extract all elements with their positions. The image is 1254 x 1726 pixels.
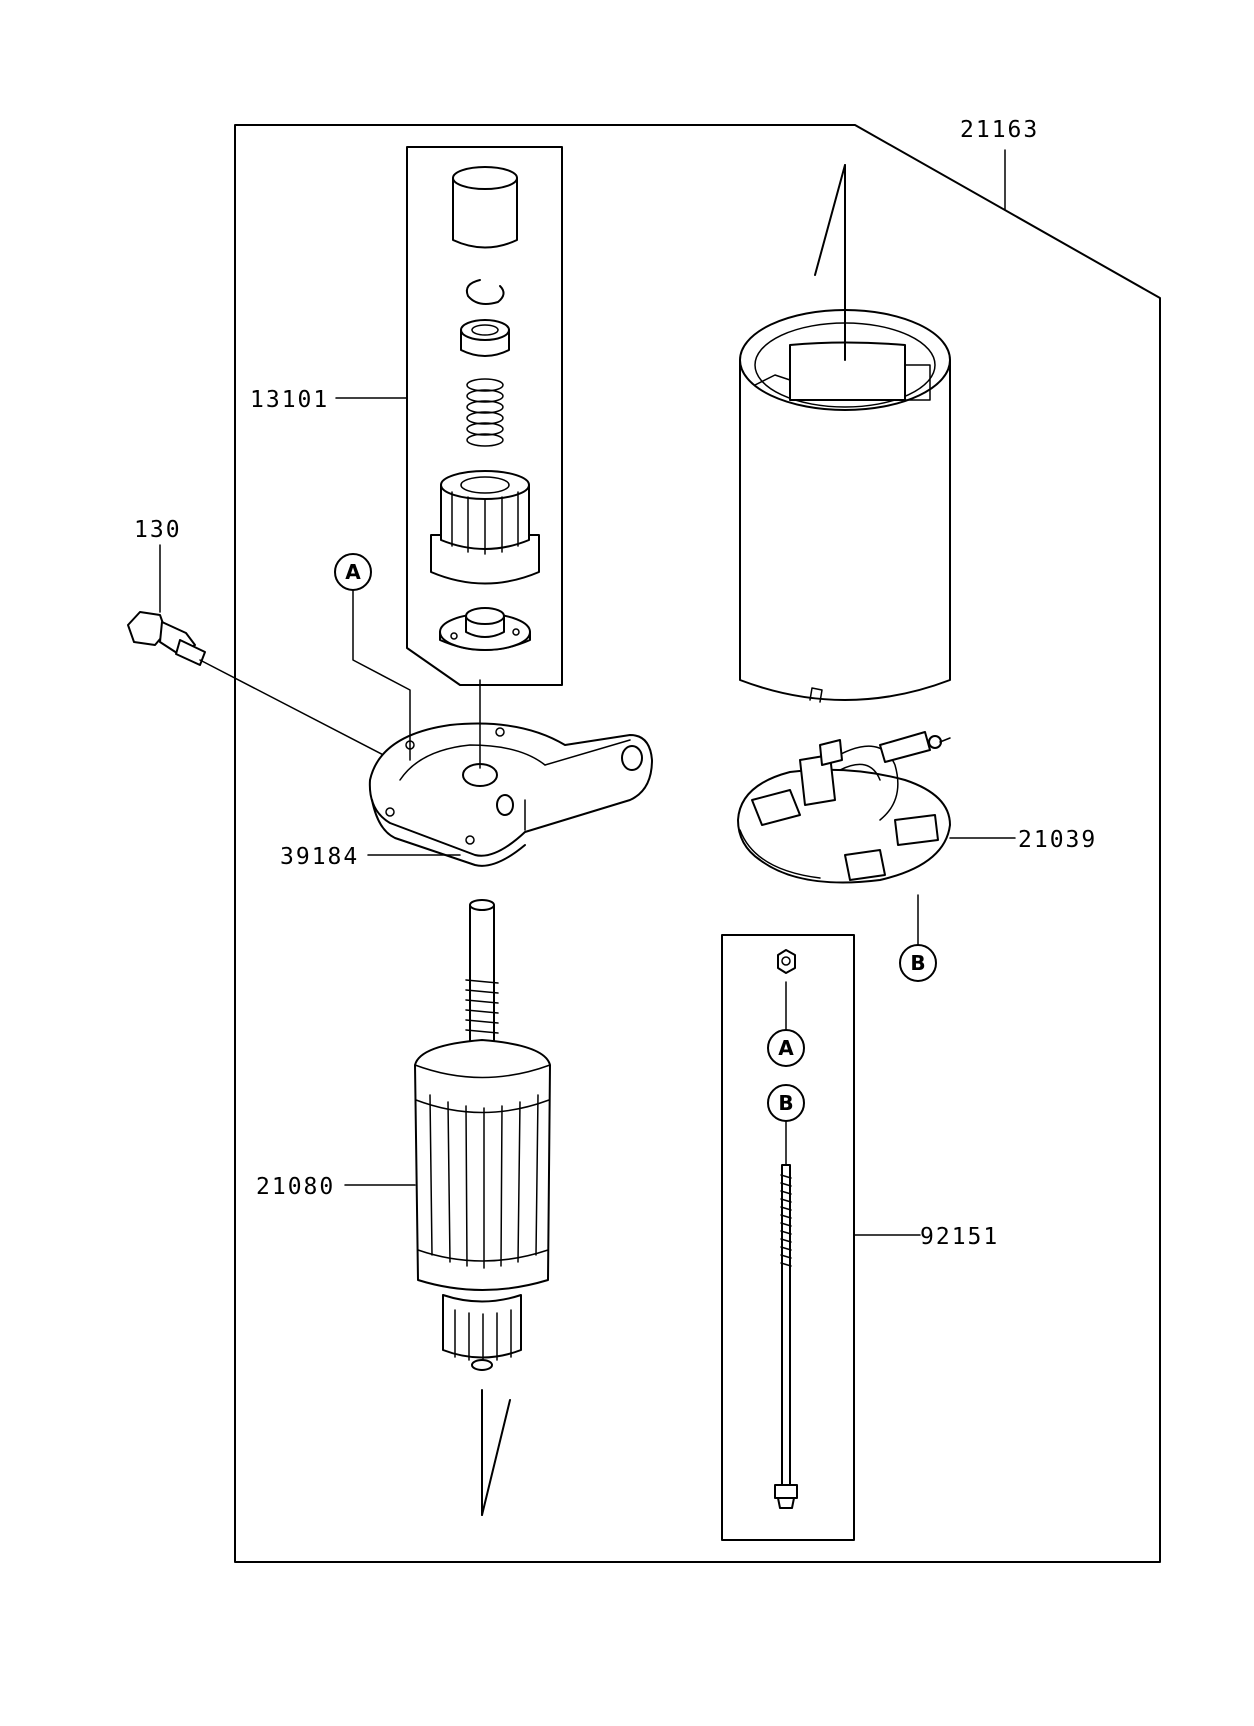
label-21163: 21163 xyxy=(960,117,1039,143)
housing-break-line-2 xyxy=(814,164,846,276)
drive-bushing xyxy=(460,319,510,357)
through-bolt-92151 xyxy=(774,1164,798,1509)
yoke-housing xyxy=(739,309,951,703)
svg-text:A: A xyxy=(345,560,361,584)
label-130: 130 xyxy=(134,517,182,543)
assembly-boundary xyxy=(234,124,1161,1563)
armature-21080 xyxy=(414,899,551,1371)
pinion-gear xyxy=(430,470,540,585)
label-13101: 13101 xyxy=(250,387,329,413)
retaining-ring xyxy=(465,279,505,305)
ref-a-callout-top: A xyxy=(334,553,372,591)
label-21039: 21039 xyxy=(1018,827,1097,853)
bolt-group-box xyxy=(721,934,855,1541)
svg-text:B: B xyxy=(778,1091,793,1115)
ref-b-callout-bolt: B xyxy=(767,1084,805,1122)
svg-text:B: B xyxy=(910,951,925,975)
ref-b-callout-right: B xyxy=(899,944,937,982)
label-92151: 92151 xyxy=(920,1224,999,1250)
label-39184: 39184 xyxy=(280,844,359,870)
through-bolt-nut xyxy=(777,949,796,974)
bracket-39184 xyxy=(368,722,653,867)
ref-a-callout-bolt: A xyxy=(767,1029,805,1067)
label-21080: 21080 xyxy=(256,1174,335,1200)
drive-spring xyxy=(466,378,504,447)
drive-group-box xyxy=(406,146,563,686)
brush-holder-21039 xyxy=(737,731,951,884)
ref-a-leader xyxy=(352,589,411,761)
drive-stop-collar xyxy=(452,166,518,249)
armature-break-line-2 xyxy=(481,1399,511,1516)
svg-text:A: A xyxy=(778,1036,794,1060)
drive-plate xyxy=(439,607,531,651)
